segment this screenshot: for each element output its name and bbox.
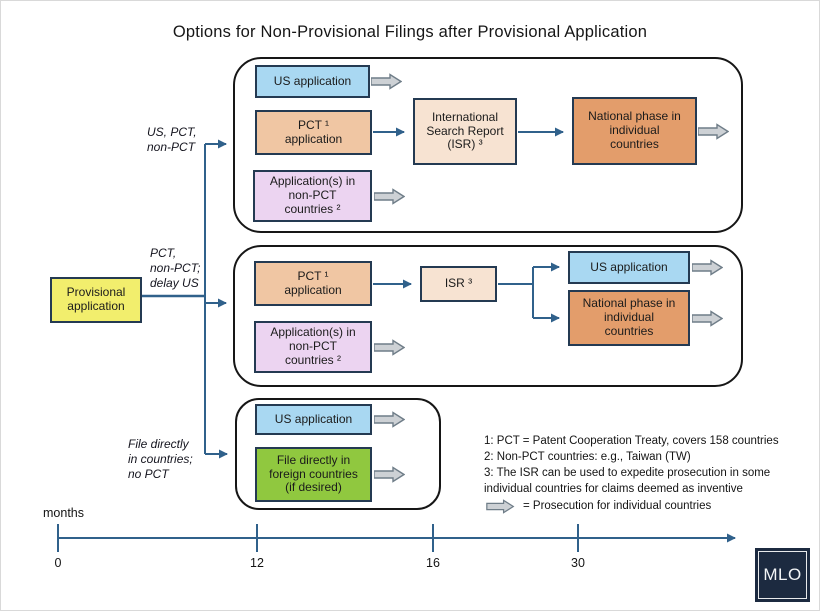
us-application-node-bottom: US application xyxy=(255,404,372,435)
page-title: Options for Non-Provisional Filings afte… xyxy=(172,23,648,41)
isr-node-top: International Search Report (ISR) ³ xyxy=(413,98,517,165)
us-application-node-top: US application xyxy=(255,65,370,98)
prosecution-arrow-icon xyxy=(374,339,405,356)
arrow-legend-row: = Prosecution for individual countries xyxy=(484,498,814,514)
timeline-tick-label-16: 16 xyxy=(426,556,440,570)
group-bottom-no-pct xyxy=(235,398,441,510)
prosecution-arrow-icon xyxy=(692,310,723,327)
national-phase-node-middle: National phase in individual countries xyxy=(568,290,690,346)
prosecution-arrow-icon xyxy=(692,259,723,276)
prosecution-arrow-icon xyxy=(374,188,405,205)
mlo-logo: MLO xyxy=(755,548,810,602)
pct-application-node-middle: PCT ¹ application xyxy=(254,261,372,306)
us-application-node-middle: US application xyxy=(568,251,690,284)
timeline-tick-label-30: 30 xyxy=(571,556,585,570)
branch-label-us-pct-nonpct: US, PCT, non-PCT xyxy=(147,125,197,155)
group-middle-delay-us xyxy=(233,245,743,387)
file-directly-node-bottom: File directly in foreign countries (if d… xyxy=(255,447,372,502)
footnote-3: 3: The ISR can be used to expedite prose… xyxy=(484,467,771,479)
national-phase-node-top: National phase in individual countries xyxy=(572,97,697,165)
branch-label-no-pct: File directly in countries; no PCT xyxy=(128,437,193,482)
timeline-tick-label-12: 12 xyxy=(250,556,264,570)
prosecution-arrow-icon xyxy=(698,123,729,140)
provisional-application-node: Provisional application xyxy=(50,277,142,323)
mlo-logo-text: MLO xyxy=(758,551,807,599)
prosecution-arrow-icon xyxy=(374,466,405,483)
footnotes: 1: PCT = Patent Cooperation Treaty, cove… xyxy=(484,433,814,514)
prosecution-arrow-icon xyxy=(371,73,402,90)
branch-label-delay-us: PCT, non-PCT; delay US xyxy=(150,246,201,291)
prosecution-arrow-icon xyxy=(374,411,405,428)
timeline-axis-label: months xyxy=(43,506,84,520)
footnote-2: 2: Non-PCT countries: e.g., Taiwan (TW) xyxy=(484,451,691,463)
arrow-legend-text: = Prosecution for individual countries xyxy=(523,500,712,512)
prosecution-arrow-icon xyxy=(486,498,515,514)
footnote-1: 1: PCT = Patent Cooperation Treaty, cove… xyxy=(484,435,779,447)
timeline-tick-label-0: 0 xyxy=(54,556,62,570)
group-top-us-pct-nonpct xyxy=(233,57,743,233)
footnote-3-continued: individual countries for claims deemed a… xyxy=(484,483,743,495)
non-pct-countries-node-top: Application(s) in non-PCT countries ² xyxy=(253,170,372,222)
non-pct-countries-node-middle: Application(s) in non-PCT countries ² xyxy=(254,321,372,373)
pct-application-node-top: PCT ¹ application xyxy=(255,110,372,155)
isr-node-middle: ISR ³ xyxy=(420,266,497,302)
